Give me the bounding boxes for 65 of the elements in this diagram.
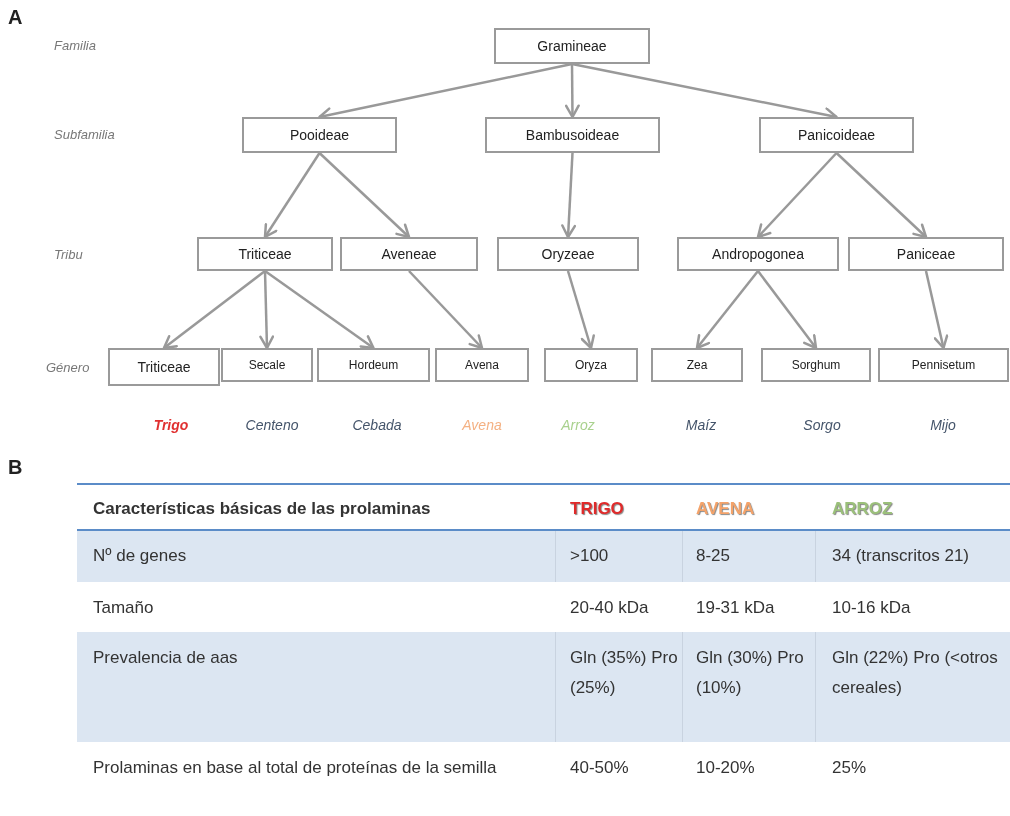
- taxon-box: Zea: [651, 348, 743, 382]
- arrow: [162, 270, 266, 350]
- arrow: [566, 270, 595, 350]
- taxon-box: Oryzeae: [497, 237, 639, 271]
- taxon-box: Panicoideae: [759, 117, 914, 153]
- arrow: [264, 270, 375, 350]
- common-name: Avena: [462, 417, 502, 433]
- taxon-box: Andropogonea: [677, 237, 839, 271]
- arrow: [408, 270, 484, 350]
- cell-value: 20-40 kDa: [570, 597, 650, 619]
- taxon-box: Secale: [221, 348, 313, 382]
- arrow: [564, 64, 580, 119]
- panel-letter: B: [8, 456, 23, 479]
- row-label: Prolaminas en base al total de proteínas de la semilla: [93, 757, 498, 779]
- taxon-box: Bambusoideae: [485, 117, 660, 153]
- arrow: [695, 270, 759, 350]
- cell-value: 10-20%: [696, 757, 756, 779]
- arrow: [757, 270, 818, 350]
- rank-label: Tribu: [54, 247, 83, 262]
- cell-value: 8-25: [696, 545, 732, 567]
- cell-value: 34 (transcritos 21): [832, 545, 970, 567]
- arrow: [561, 152, 577, 239]
- taxon-box: Triticeae: [197, 237, 333, 271]
- arrow: [318, 152, 411, 239]
- cell-value: 40-50%: [570, 757, 630, 779]
- arrow: [924, 270, 949, 350]
- taxon-box: Sorghum: [761, 348, 871, 382]
- common-name: Trigo: [153, 417, 189, 433]
- taxon-box: Triticeae: [108, 348, 220, 386]
- taxon-box: Pennisetum: [878, 348, 1009, 382]
- row-label: Prevalencia de aas: [93, 647, 239, 669]
- cell-value: Gln (22%) Pro (<otros cereales): [832, 647, 999, 699]
- arrow: [835, 152, 928, 239]
- cell-value: Gln (30%) Pro (10%): [696, 647, 805, 699]
- column-header: TRIGO: [570, 498, 625, 520]
- row-label: Nº de genes: [93, 545, 188, 567]
- common-name: Sorgo: [803, 417, 841, 433]
- common-name: Arroz: [561, 417, 595, 433]
- taxon-box: Gramineae: [494, 28, 650, 64]
- taxon-box: Pooideae: [242, 117, 397, 153]
- taxon-box: Hordeum: [317, 348, 430, 382]
- taxon-box: Oryza: [544, 348, 638, 382]
- rank-label: Subfamilia: [54, 127, 115, 142]
- common-name: Maíz: [685, 417, 717, 433]
- arrow: [756, 152, 838, 239]
- taxon-box: Avena: [435, 348, 529, 382]
- column-header: Características básicas de las prolaminas: [93, 498, 432, 520]
- column-header: ARROZ: [832, 498, 894, 520]
- cell-value: 25%: [832, 757, 868, 779]
- arrow: [259, 270, 275, 350]
- common-name: Mijo: [930, 417, 956, 433]
- column-header: AVENA: [696, 498, 756, 520]
- cell-value: Gln (35%) Pro (25%): [570, 647, 679, 699]
- cell-value: 10-16 kDa: [832, 597, 912, 619]
- taxon-box: Paniceae: [848, 237, 1004, 271]
- rank-label: Género: [46, 360, 90, 375]
- cell-value: >100: [570, 545, 610, 567]
- rank-label: Familia: [54, 38, 96, 53]
- row-label: Tamaño: [93, 597, 155, 619]
- cell-value: 19-31 kDa: [696, 597, 776, 619]
- common-name: Centeno: [245, 417, 299, 433]
- panel-letter: A: [8, 6, 23, 29]
- common-name: Cebada: [352, 417, 402, 433]
- taxon-box: Aveneae: [340, 237, 478, 271]
- arrow: [263, 152, 321, 239]
